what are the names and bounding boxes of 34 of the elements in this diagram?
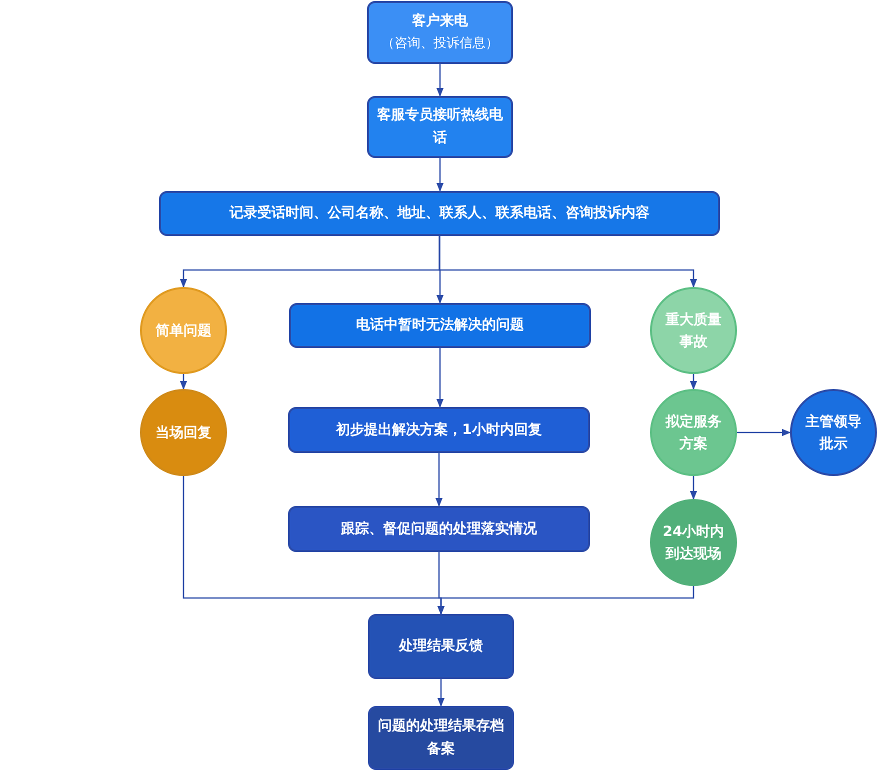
arrow (690, 374, 698, 390)
node-label: 处理结果反馈 (398, 637, 484, 656)
process-box (368, 614, 514, 679)
arrow (436, 64, 444, 97)
process-box (159, 191, 720, 236)
node-label: 客户来电 (411, 12, 469, 31)
process-box (368, 706, 514, 770)
arrow (435, 453, 443, 507)
process-box (289, 303, 591, 348)
node-label: 电话中暂时无法解决的问题 (355, 316, 525, 335)
node-label: 初步提出解决方案，1小时内回复 (334, 420, 543, 440)
node-label: 24小时内到达现场 (662, 522, 726, 564)
node-subtitle: （咨询、投诉信息） (382, 35, 498, 53)
arrow (437, 586, 694, 615)
arrow (437, 679, 445, 707)
process-box (288, 407, 590, 453)
node-label: 简单问题 (154, 322, 212, 340)
node-label: 主管领导批示 (804, 412, 862, 454)
arrow (737, 428, 791, 436)
process-box (367, 1, 513, 64)
process-box (288, 506, 590, 552)
arrow (438, 236, 698, 288)
node-label: 问题的处理结果存档备案 (377, 717, 505, 759)
node-label: 跟踪、督促问题的处理落实情况 (340, 520, 538, 538)
node-label: 拟定服务方案 (664, 412, 722, 454)
arrow (436, 158, 444, 192)
node-label: 当场回复 (154, 424, 212, 442)
node-label: 记录受话时间、公司名称、地址、联系人、联系电话、咨询投诉内容 (228, 204, 650, 223)
node-label: 重大质量事故 (664, 310, 722, 352)
arrow (180, 374, 188, 390)
node-label: 客服专员接听热线电话 (376, 106, 504, 148)
arrow (690, 476, 698, 500)
process-box (367, 96, 513, 158)
arrow (436, 348, 444, 408)
